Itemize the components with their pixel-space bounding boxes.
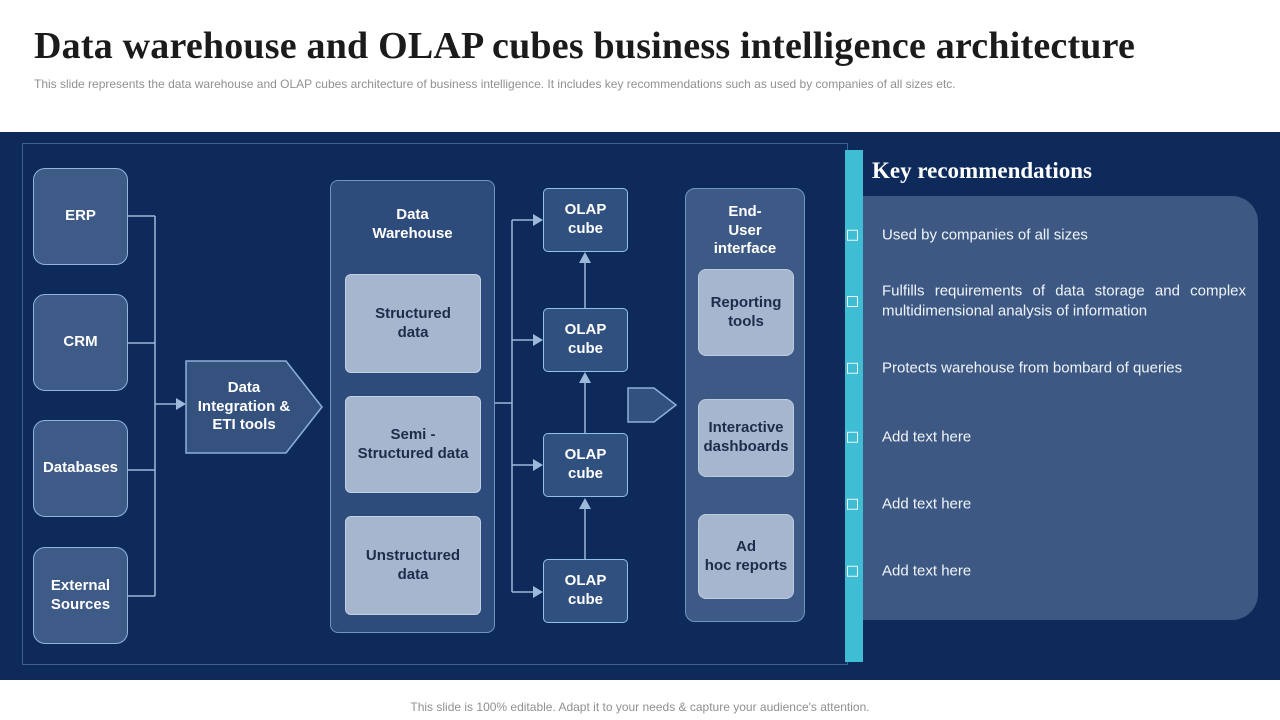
source-box-external-sources: External Sources [33, 547, 128, 644]
warehouse-layer-unstructured: Unstructured data [345, 516, 481, 615]
slide-header: Data warehouse and OLAP cubes business i… [0, 0, 1280, 91]
recommendation-item: Protects warehouse from bombard of queri… [847, 358, 1250, 378]
bullet-square-icon [847, 565, 858, 577]
warehouse-layer-semi-structured: Semi - Structured data [345, 396, 481, 493]
source-box-crm: CRM [33, 294, 128, 391]
page-title: Data warehouse and OLAP cubes business i… [34, 25, 1136, 67]
recommendation-item: Used by companies of all sizes [847, 225, 1250, 245]
source-label: Databases [42, 459, 119, 477]
source-box-erp: ERP [33, 168, 128, 265]
recommendation-item: Add text here [847, 494, 1250, 514]
recommendation-label: Fulfills requirements of data storage an… [882, 282, 1246, 320]
recommendations-heading: Key recommendations [872, 158, 1092, 183]
end-user-interface-title: End- User interface [713, 202, 777, 258]
source-label: ERP [65, 207, 96, 225]
recommendations-panel [848, 196, 1258, 620]
source-label: CRM [63, 333, 98, 351]
bullet-square-icon [847, 362, 858, 374]
olap-cube-box: OLAP cube [543, 559, 628, 623]
end-user-interface-container: End- User interface Reporting tools Inte… [685, 188, 805, 622]
recommendation-item: Add text here [847, 561, 1250, 581]
slide-footer: This slide is 100% editable. Adapt it to… [0, 680, 1280, 720]
footer-note: This slide is 100% editable. Adapt it to… [410, 700, 870, 714]
recommendation-item: Add text here [847, 427, 1250, 447]
recommendation-label: Add text here [882, 428, 972, 446]
bullet-square-icon [847, 431, 858, 443]
end-user-tool-adhoc-reports: Ad hoc reports [698, 514, 794, 599]
end-user-tool-dashboards: Interactive dashboards [698, 399, 794, 477]
warehouse-layer-structured: Structured data [345, 274, 481, 373]
bullet-square-icon [847, 295, 858, 307]
accent-bar [845, 150, 863, 662]
data-warehouse-title: Data Warehouse [372, 206, 453, 242]
recommendation-item: Fulfills requirements of data storage an… [847, 282, 1250, 321]
source-label: External Sources [50, 576, 111, 613]
diagram-canvas: ERP CRM Databases External Sources Data … [0, 132, 1280, 680]
recommendation-label: Add text here [882, 495, 972, 513]
data-integration-arrow-label: Data Integration & ETI tools [197, 378, 291, 434]
bullet-square-icon [847, 229, 858, 241]
recommendation-label: Add text here [882, 562, 972, 580]
source-box-databases: Databases [33, 420, 128, 517]
recommendation-label: Protects warehouse from bombard of queri… [882, 359, 1183, 377]
data-warehouse-container: Data Warehouse Structured data Semi - St… [330, 180, 495, 633]
olap-cube-box: OLAP cube [543, 433, 628, 497]
olap-cube-box: OLAP cube [543, 188, 628, 252]
page-subtitle: This slide represents the data warehouse… [34, 77, 956, 91]
bullet-square-icon [847, 498, 858, 510]
olap-cube-box: OLAP cube [543, 308, 628, 372]
end-user-tool-reporting: Reporting tools [698, 269, 794, 356]
recommendation-label: Used by companies of all sizes [882, 226, 1088, 244]
